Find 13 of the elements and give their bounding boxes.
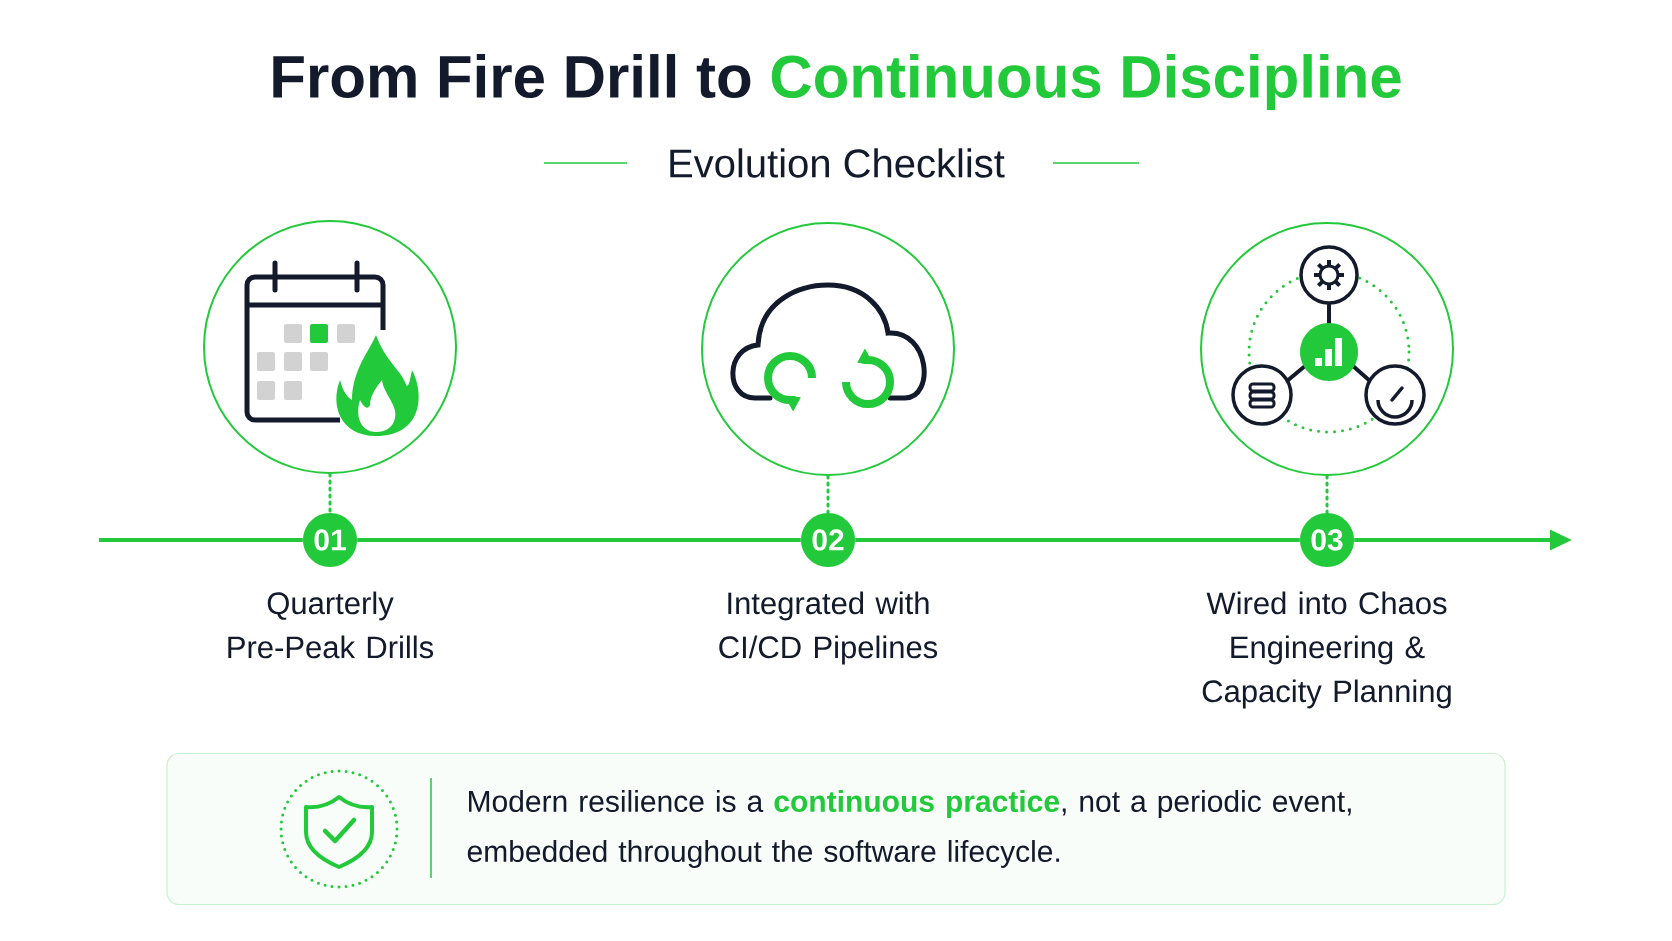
connector-line bbox=[1325, 474, 1329, 515]
step-label: Wired into Chaos Engineering & Capacity Planning bbox=[1202, 591, 1451, 709]
timeline-line bbox=[99, 538, 303, 542]
icon-circle bbox=[701, 222, 955, 476]
step-label: Quarterly Pre-Peak Drills bbox=[228, 591, 434, 659]
subtitle: Evolution Checklist bbox=[670, 148, 1005, 178]
connector-line bbox=[328, 472, 332, 515]
step-label: Integrated with CI/CD Pipelines bbox=[719, 591, 938, 665]
connector-line bbox=[826, 474, 830, 515]
timeline-line bbox=[855, 538, 1300, 542]
title: From Fire Drill to Continuous Discipline bbox=[273, 54, 1401, 110]
note-box: Modern resilience is a continuous practice, not a periodic event, embedded throughout the software lifecycle. bbox=[166, 752, 1506, 906]
timeline-line bbox=[357, 538, 801, 542]
